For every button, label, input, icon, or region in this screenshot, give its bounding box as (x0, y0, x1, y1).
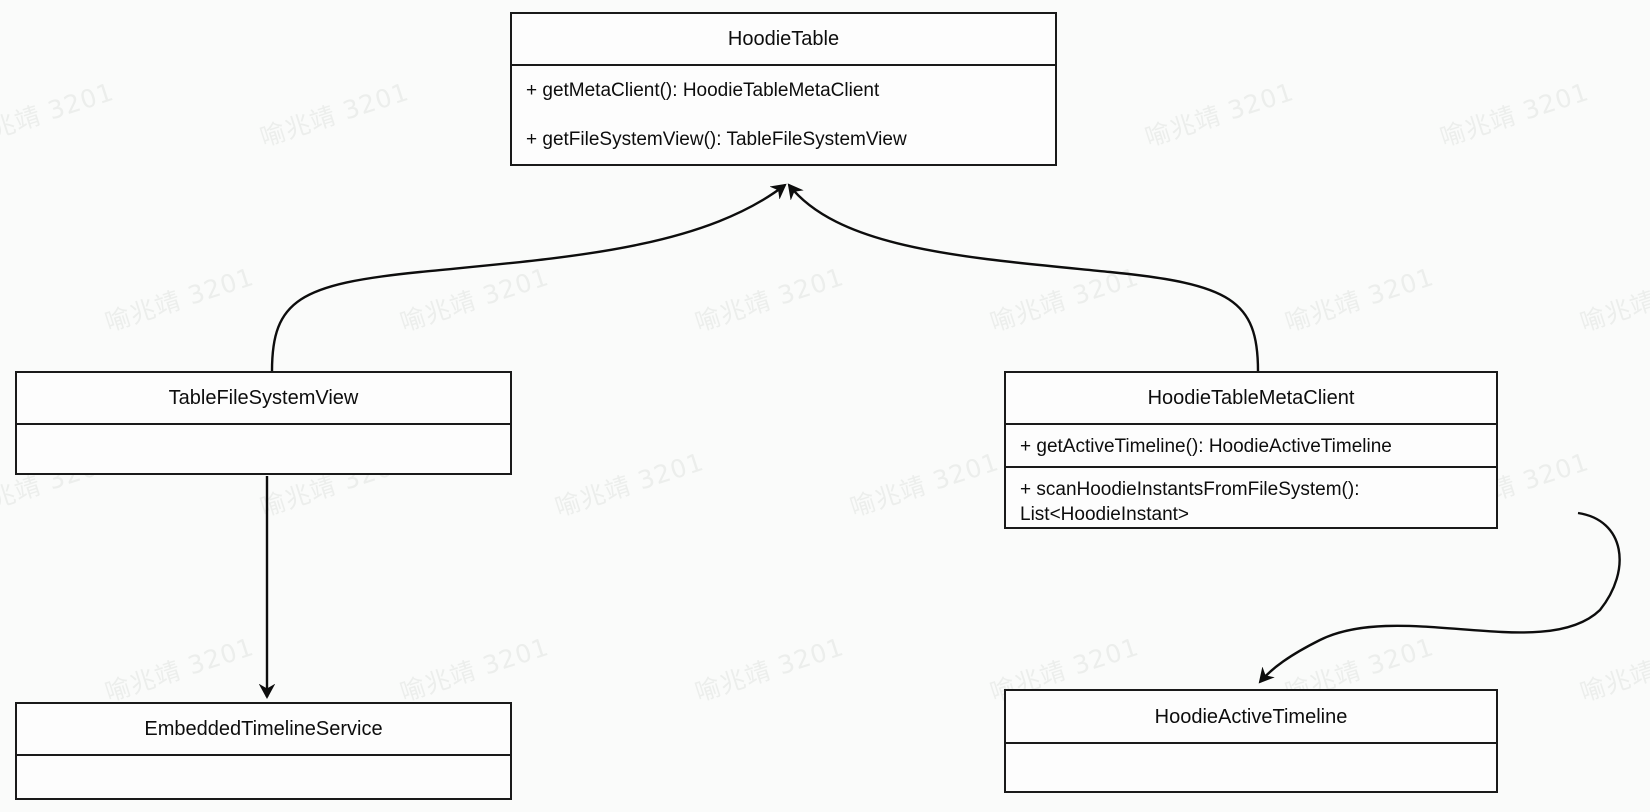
edge-hoodietablemetaclient-to-hoodieactivetimeline (1260, 511, 1621, 682)
watermark-text: 喻兆靖 3201 (691, 631, 848, 708)
watermark-text: 喻兆靖 3201 (396, 261, 553, 338)
class-methods-tablefilesystemview (17, 423, 510, 473)
watermark-text: 喻兆靖 3201 (986, 261, 1143, 338)
watermark-text: 喻兆靖 3201 (256, 76, 413, 153)
method-row: + getActiveTimeline(): HoodieActiveTimel… (1020, 436, 1392, 457)
class-name-tablefilesystemview: TableFileSystemView (168, 387, 359, 409)
watermark-text: 喻兆靖 3201 (1141, 76, 1298, 153)
method-row: + getFileSystemView(): TableFileSystemVi… (526, 129, 907, 151)
watermark-text: 喻兆靖 3201 (1576, 632, 1650, 708)
class-box-hoodietable[interactable]: HoodieTable + getMetaClient(): HoodieTab… (510, 12, 1057, 166)
class-name-hoodietable: HoodieTable (727, 28, 840, 50)
class-methods-hoodietable: + getMetaClient(): HoodieTableMetaClient… (512, 64, 1055, 166)
class-methods-hoodieactivetimeline (1006, 742, 1496, 791)
class-method-getactivetimeline: + getActiveTimeline(): HoodieActiveTimel… (1006, 423, 1496, 466)
class-name-hoodieactivetimeline: HoodieActiveTimeline (1154, 705, 1348, 728)
class-methods-embeddedtimelineservice (17, 754, 510, 798)
watermark-text: 喻兆靖 3201 (396, 631, 553, 708)
watermark-text: 喻兆靖 3201 (1576, 262, 1650, 338)
watermark-text: 喻兆靖 3201 (0, 76, 118, 153)
edge-tablefilesystemview-to-hoodietable (270, 185, 785, 372)
class-box-hoodietablemetaclient[interactable]: HoodieTableMetaClient + getActiveTimelin… (1004, 371, 1498, 529)
edge-hoodietablemetaclient-to-hoodietable (789, 185, 1260, 372)
watermark-text: 喻兆靖 3201 (551, 446, 708, 523)
watermark-text: 喻兆靖 3201 (1436, 76, 1593, 153)
method-row: + getMetaClient(): HoodieTableMetaClient (526, 80, 880, 101)
class-method-scanhoodieinstants: + scanHoodieInstantsFromFileSystem(): Li… (1006, 466, 1496, 531)
watermark-text: 喻兆靖 3201 (101, 631, 258, 708)
watermark-text: 喻兆靖 3201 (846, 446, 1003, 523)
class-box-tablefilesystemview[interactable]: TableFileSystemView (15, 371, 512, 475)
watermark-text: 喻兆靖 3201 (101, 261, 258, 338)
class-name-hoodietablemetaclient: HoodieTableMetaClient (1147, 387, 1355, 409)
watermark-text: 喻兆靖 3201 (691, 261, 848, 338)
class-name-embeddedtimelineservice: EmbeddedTimelineService (144, 718, 383, 740)
class-box-embeddedtimelineservice[interactable]: EmbeddedTimelineService (15, 702, 512, 800)
watermark-text: 喻兆靖 3201 (1281, 261, 1438, 338)
method-row: + scanHoodieInstantsFromFileSystem(): Li… (1020, 479, 1360, 526)
class-box-hoodieactivetimeline[interactable]: HoodieActiveTimeline (1004, 689, 1498, 793)
